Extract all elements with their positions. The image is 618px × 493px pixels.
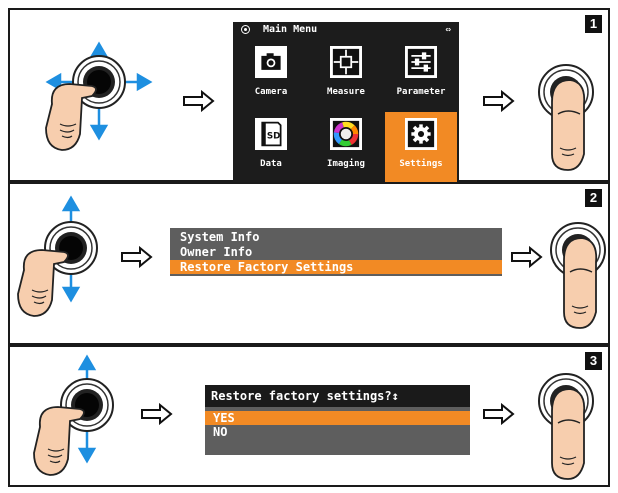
navigation-pad-icon[interactable] xyxy=(30,349,130,485)
step-3-panel: 3 Restore factory settings?↕ YES NO xyxy=(8,345,610,487)
menu-tile-camera[interactable]: Camera xyxy=(235,40,307,110)
step-number-badge: 2 xyxy=(585,189,602,207)
restore-confirm-dialog: Restore factory settings?↕ YES NO xyxy=(205,385,470,455)
settings-menu-screen: System Info Owner Info Restore Factory S… xyxy=(170,228,502,276)
left-right-nav-icon: ⇔ xyxy=(445,25,451,35)
svg-text:SD: SD xyxy=(267,131,281,141)
menu-tile-data[interactable]: SD Data xyxy=(235,112,307,182)
menu-tile-label: Settings xyxy=(399,159,443,169)
right-arrow-icon xyxy=(511,246,543,268)
menu-tile-measure[interactable]: Measure xyxy=(310,40,382,110)
sliders-icon xyxy=(405,46,437,78)
sd-card-icon: SD xyxy=(255,118,287,150)
menu-item-restore-factory-settings[interactable]: Restore Factory Settings xyxy=(170,260,502,274)
thumb-press-icon xyxy=(538,373,594,480)
color-wheel-icon xyxy=(330,118,362,150)
menu-indicator-icon xyxy=(241,25,250,34)
menu-tile-label: Camera xyxy=(254,87,288,97)
right-arrow-icon xyxy=(483,90,515,112)
main-menu-title-bar: Main Menu ⇔ xyxy=(233,22,459,38)
menu-tile-imaging[interactable]: Imaging xyxy=(310,112,382,182)
gear-icon xyxy=(405,118,437,150)
menu-tile-label: Imaging xyxy=(327,159,365,169)
menu-tile-label: Parameter xyxy=(396,87,446,97)
option-yes[interactable]: YES xyxy=(205,411,470,425)
step-number-badge: 1 xyxy=(585,15,602,33)
right-arrow-icon xyxy=(121,246,153,268)
main-menu-screen: Main Menu ⇔ Camera Measure xyxy=(233,22,459,182)
step-1-panel: 1 Main Menu ⇔ Camera xyxy=(8,8,610,182)
right-arrow-icon xyxy=(141,403,173,425)
step-number-badge: 3 xyxy=(585,352,602,370)
thumb-press-icon xyxy=(550,222,606,329)
menu-tile-label: Data xyxy=(260,159,282,169)
menu-item-system-info[interactable]: System Info xyxy=(180,230,260,244)
crosshair-icon xyxy=(330,46,362,78)
navigation-pad-icon[interactable] xyxy=(14,188,114,340)
thumb-press-icon xyxy=(538,64,594,171)
navigation-pad-icon[interactable] xyxy=(32,24,167,176)
main-menu-title: Main Menu xyxy=(263,24,318,35)
confirm-dialog-title: Restore factory settings?↕ xyxy=(205,385,470,407)
option-no[interactable]: NO xyxy=(213,425,228,439)
menu-tile-label: Measure xyxy=(327,87,365,97)
menu-item-owner-info[interactable]: Owner Info xyxy=(180,245,253,259)
menu-tile-parameter[interactable]: Parameter xyxy=(385,40,457,110)
right-arrow-icon xyxy=(183,90,215,112)
menu-tile-settings[interactable]: Settings xyxy=(385,112,457,182)
step-2-panel: 2 System Info Owner Info Restore Factory… xyxy=(8,182,610,345)
camera-icon xyxy=(255,46,287,78)
right-arrow-icon xyxy=(483,403,515,425)
